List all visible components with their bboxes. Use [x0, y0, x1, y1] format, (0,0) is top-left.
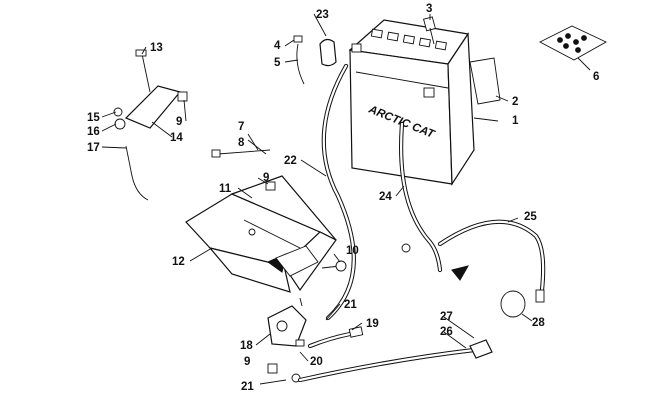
callout-11: 11: [219, 183, 232, 195]
callout-22: 22: [284, 155, 297, 167]
callout-2: 2: [512, 96, 518, 108]
callout-19: 19: [366, 318, 379, 330]
hardware-bag: [539, 25, 607, 61]
tray-screw: [321, 260, 347, 272]
callout-5: 5: [274, 57, 281, 69]
callout-24: 24: [379, 191, 392, 203]
leader-lines: [101, 13, 591, 385]
callout-27: 27: [440, 311, 453, 323]
callout-9b: 9: [263, 172, 269, 184]
terminal-screw: [293, 35, 305, 85]
callout-3: 3: [426, 3, 432, 15]
starter-cable: [437, 219, 546, 293]
callout-26: 26: [440, 326, 453, 338]
callout-25: 25: [524, 211, 537, 223]
callout-1: 1: [512, 115, 519, 127]
callout-6: 6: [593, 71, 599, 83]
callout-21b: 21: [241, 381, 254, 393]
connector-boot: [469, 339, 493, 359]
callout-14: 14: [170, 132, 183, 144]
callout-21a: 21: [344, 299, 357, 311]
callout-13: 13: [150, 42, 163, 54]
vent-fitting: [423, 16, 436, 45]
terminal-boot: [319, 38, 337, 67]
callout-16: 16: [87, 126, 100, 138]
callout-17: 17: [87, 142, 100, 154]
starter-solenoid: [267, 297, 307, 383]
callout-15: 15: [87, 112, 100, 124]
arrow-decal: [451, 265, 470, 281]
snap-ring: [500, 290, 526, 318]
battery: ARCTIC CAT: [348, 19, 475, 186]
battery-tray: [185, 175, 337, 293]
callout-18: 18: [240, 340, 253, 352]
callout-8: 8: [238, 137, 245, 149]
callout-20: 20: [310, 356, 323, 368]
callout-23: 23: [316, 9, 329, 21]
callout-labels: 1 2 3 4 5 6 7 8 9 9 9 10 11 12 13 14 15 …: [87, 3, 599, 393]
hold-down-bracket: [113, 49, 188, 130]
callout-28: 28: [532, 317, 545, 329]
hold-down-rod: [125, 145, 149, 201]
callout-7: 7: [238, 121, 244, 133]
battery-pad: [469, 57, 501, 105]
callout-9c: 9: [244, 356, 250, 368]
callout-4: 4: [274, 40, 281, 52]
callout-10: 10: [346, 245, 359, 257]
callout-12: 12: [172, 256, 185, 268]
callout-9a: 9: [176, 116, 182, 128]
